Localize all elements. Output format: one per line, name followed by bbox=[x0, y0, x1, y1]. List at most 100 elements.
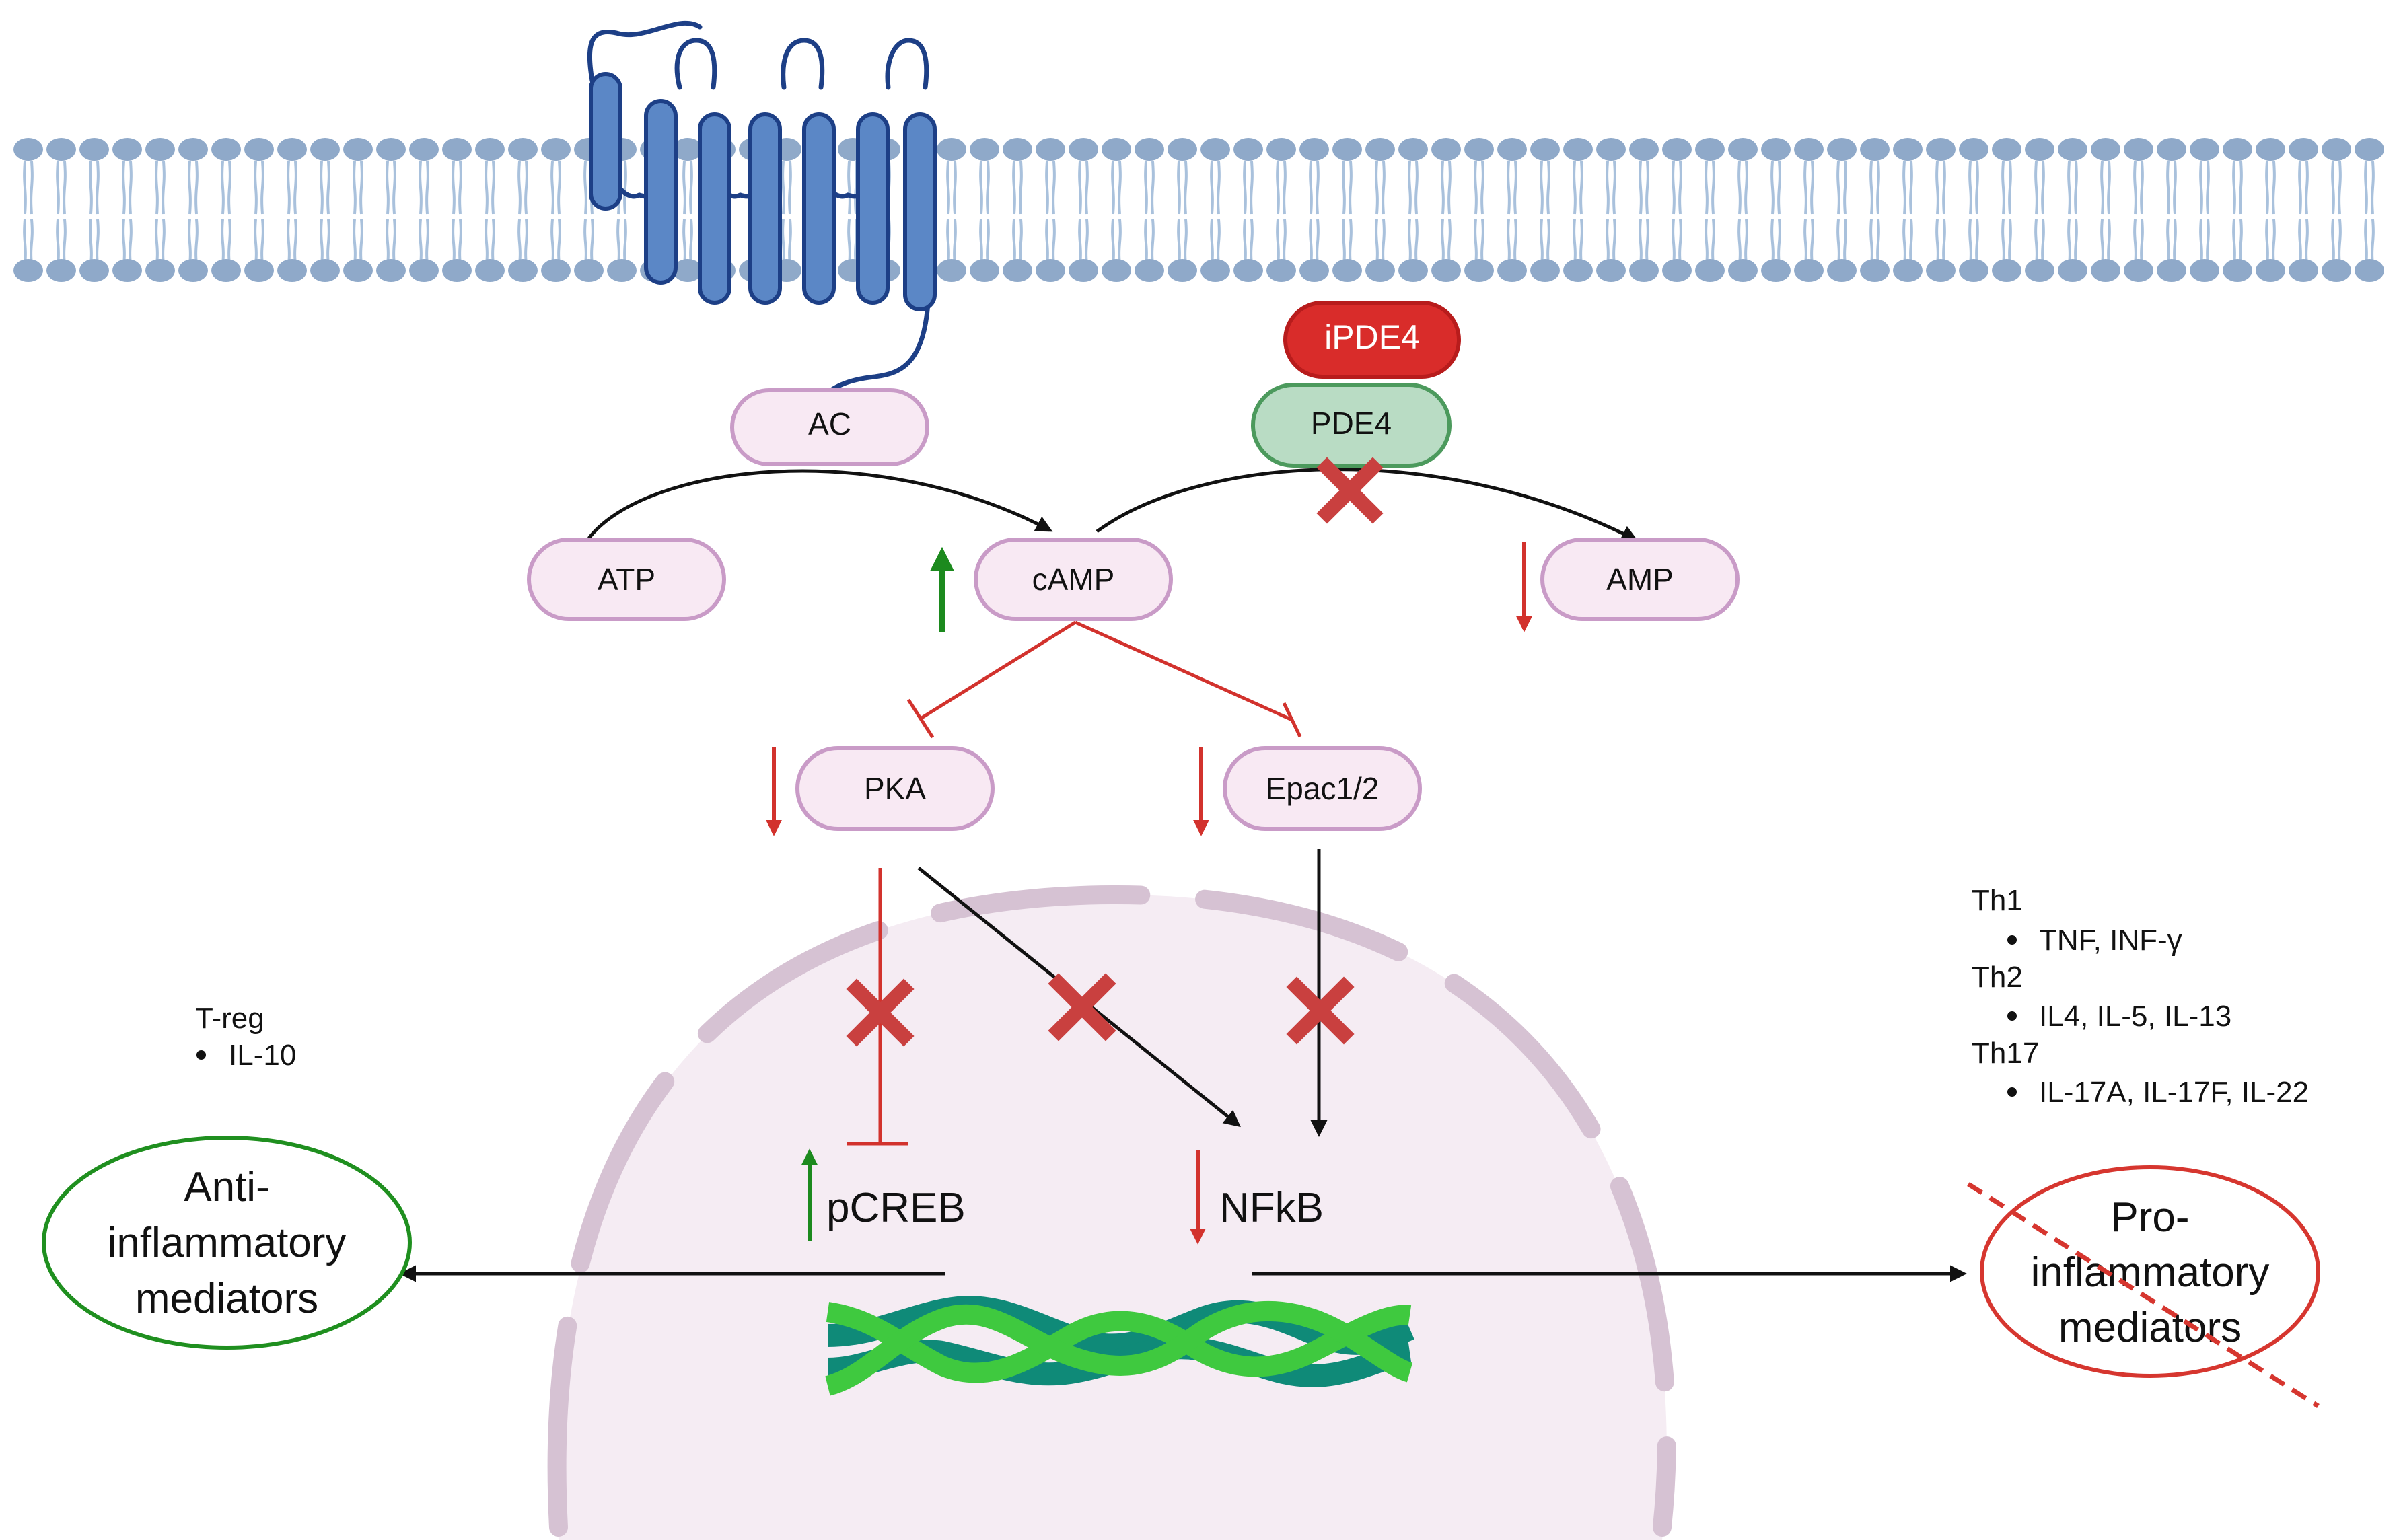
lipid-head bbox=[2322, 259, 2351, 282]
lipid-tail bbox=[2001, 161, 2012, 215]
lipid-tail bbox=[1342, 161, 1353, 215]
node-ipde4: iPDE4 bbox=[1283, 301, 1461, 379]
lipid-head bbox=[1893, 259, 1923, 282]
lipid-head bbox=[1497, 138, 1527, 161]
lipid-head bbox=[2058, 138, 2087, 161]
lipid-head bbox=[1233, 259, 1263, 282]
lipid-head bbox=[1596, 259, 1626, 282]
nuclear-envelope bbox=[547, 885, 1676, 1537]
treg-bullet bbox=[196, 1050, 206, 1060]
dna-helix bbox=[824, 1296, 1414, 1396]
lipid-head bbox=[1200, 259, 1230, 282]
lipid-tail bbox=[23, 161, 34, 215]
lipid-tails-lower bbox=[23, 219, 2375, 266]
lipid-tail bbox=[2001, 219, 2012, 266]
lipid-tail bbox=[1507, 161, 1517, 215]
lipid-head bbox=[277, 138, 307, 161]
lipid-tail bbox=[1770, 219, 1781, 266]
lipid-head bbox=[1761, 138, 1791, 161]
lipid-head bbox=[2355, 138, 2384, 161]
treg-title: T-reg bbox=[195, 1002, 264, 1035]
pro-line-2: inflammatory bbox=[2031, 1249, 2270, 1296]
lipid-head bbox=[970, 138, 999, 161]
lipid-tail bbox=[1803, 161, 1814, 215]
lipid-tail bbox=[1408, 161, 1419, 215]
lipid-tail bbox=[1111, 161, 1122, 215]
lipid-head bbox=[1069, 138, 1098, 161]
lipid-tail bbox=[1474, 219, 1484, 266]
lipid-head bbox=[1926, 259, 1956, 282]
nucleus bbox=[547, 885, 1676, 1540]
lipid-head bbox=[475, 259, 505, 282]
node-pka-label: PKA bbox=[864, 771, 926, 806]
helix-5 bbox=[802, 112, 836, 305]
treg-list: T-reg IL-10 bbox=[195, 1002, 296, 1072]
lipid-tail bbox=[2331, 161, 2342, 215]
nfkb-label: NFkB bbox=[1219, 1185, 1324, 1231]
th17-bullet bbox=[2007, 1087, 2017, 1097]
lipid-head bbox=[2091, 259, 2120, 282]
lipid-head bbox=[2157, 259, 2186, 282]
lipid-head bbox=[1299, 259, 1329, 282]
lipid-tail bbox=[1309, 161, 1320, 215]
lipid-tail bbox=[1078, 219, 1089, 266]
lipid-tail bbox=[2166, 161, 2177, 215]
pde4-blocked-cross bbox=[1316, 457, 1384, 524]
th17-title: Th17 bbox=[1972, 1037, 2039, 1070]
lipid-tail bbox=[1045, 219, 1056, 266]
lipid-head bbox=[1728, 138, 1758, 161]
lipid-tail bbox=[1540, 219, 1550, 266]
lipid-head bbox=[970, 259, 999, 282]
lipid-tail bbox=[1902, 161, 1913, 215]
lipid-tail bbox=[1507, 219, 1517, 266]
lipid-tail bbox=[946, 161, 957, 215]
lipid-tail bbox=[1869, 161, 1880, 215]
lipid-tail bbox=[2232, 219, 2243, 266]
lipid-tail bbox=[682, 161, 693, 215]
th1-bullet bbox=[2007, 935, 2017, 945]
lipid-tail bbox=[353, 219, 363, 266]
lipid-tail bbox=[485, 219, 495, 266]
helix-1 bbox=[589, 72, 622, 211]
lipid-head bbox=[1662, 259, 1692, 282]
helix-2 bbox=[644, 99, 678, 285]
lipid-tail bbox=[485, 161, 495, 215]
lipid-tail bbox=[2265, 161, 2276, 215]
lipid-head bbox=[2223, 259, 2252, 282]
node-camp-label: cAMP bbox=[1032, 562, 1115, 597]
lipid-head bbox=[2289, 259, 2318, 282]
lipid-tail bbox=[2100, 219, 2111, 266]
lipid-head bbox=[2355, 259, 2384, 282]
lipid-tail bbox=[1111, 219, 1122, 266]
lipid-tail bbox=[1144, 161, 1155, 215]
lipid-head bbox=[211, 259, 241, 282]
lipid-tail bbox=[89, 161, 100, 215]
lipid-head bbox=[1563, 138, 1593, 161]
lipid-tail bbox=[1243, 219, 1254, 266]
lipid-head bbox=[1069, 259, 1098, 282]
lipid-head bbox=[1827, 138, 1857, 161]
lipid-tail bbox=[452, 161, 462, 215]
pro-line-1: Pro- bbox=[2110, 1194, 2189, 1241]
lipid-head bbox=[1959, 259, 1988, 282]
lipid-head bbox=[1992, 259, 2021, 282]
lipid-tails-upper bbox=[23, 161, 2375, 215]
lipid-head bbox=[1464, 138, 1494, 161]
lipid-head bbox=[1332, 138, 1362, 161]
lipid-head bbox=[1827, 259, 1857, 282]
helix-7 bbox=[903, 112, 937, 311]
lipid-head bbox=[1926, 138, 1956, 161]
lipid-tail bbox=[2067, 161, 2078, 215]
lipid-head bbox=[244, 259, 274, 282]
lipid-tail bbox=[254, 161, 264, 215]
camp-inhibits-pka bbox=[906, 620, 1077, 739]
lipid-head bbox=[607, 259, 637, 282]
lipid-tail bbox=[1276, 219, 1287, 266]
lipid-head bbox=[1794, 259, 1824, 282]
lipid-tail bbox=[386, 219, 396, 266]
lipid-head bbox=[178, 259, 208, 282]
lipid-tail bbox=[2034, 161, 2045, 215]
lipid-head bbox=[2256, 138, 2285, 161]
node-amp: AMP bbox=[1540, 538, 1740, 621]
